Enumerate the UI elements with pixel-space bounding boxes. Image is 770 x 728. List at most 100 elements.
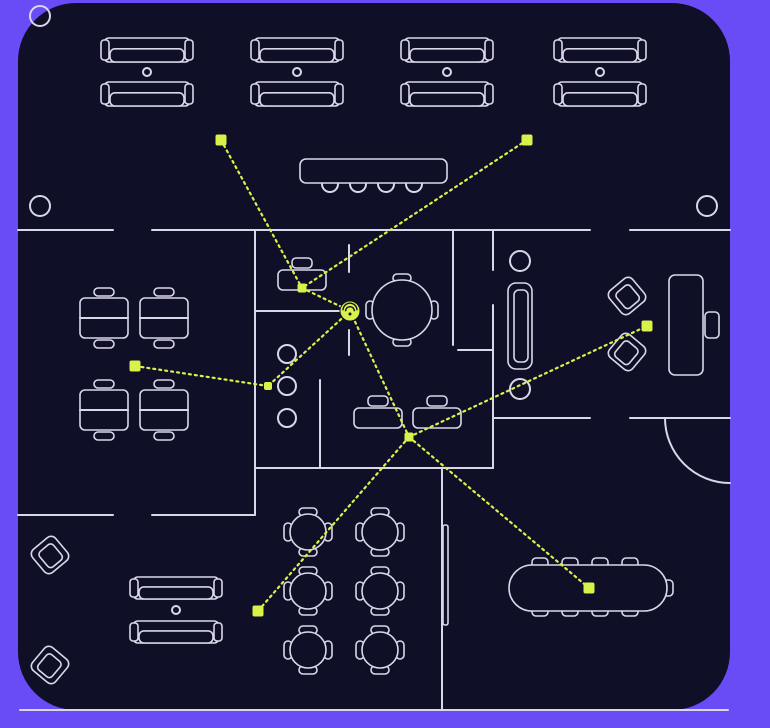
sofa-arm [250, 83, 260, 105]
round-table [361, 631, 399, 669]
sofa-seat [259, 92, 335, 107]
sofa [100, 81, 194, 107]
sofa [400, 81, 494, 107]
armchair [30, 645, 70, 685]
sofa [400, 37, 494, 63]
sofa-arm [213, 622, 223, 642]
sensor-node-icon [129, 360, 141, 372]
sensor-node-icon [252, 605, 264, 617]
desk-group [139, 379, 189, 441]
chair [321, 183, 339, 193]
sofa-seat [513, 289, 529, 363]
workstation-desk [353, 407, 403, 429]
cabinet [668, 274, 704, 376]
chair [153, 339, 175, 349]
round-table [361, 513, 399, 551]
network-links [133, 138, 649, 613]
sofa-arm [637, 83, 647, 105]
desk-group [139, 287, 189, 349]
router-badge [339, 300, 361, 322]
sofa-arm [637, 39, 647, 61]
chair [367, 395, 389, 407]
sensor-node-icon [583, 582, 595, 594]
sofa-seat [562, 92, 638, 107]
armchair-seat [36, 653, 62, 679]
network-link [300, 138, 529, 290]
stool [509, 250, 531, 272]
conference-table [299, 158, 448, 184]
round-table [289, 513, 327, 551]
network-link [407, 324, 649, 439]
sofa-seat [409, 48, 485, 63]
sofa-arm [184, 39, 194, 61]
chair [426, 395, 448, 407]
wifi-arc [342, 302, 358, 311]
round-table [289, 572, 327, 610]
side-table [292, 67, 302, 77]
chair [153, 431, 175, 441]
sofa-arm [129, 622, 139, 642]
chair [93, 287, 115, 297]
chair [405, 183, 423, 193]
sofa [250, 81, 344, 107]
wifi-dot [348, 312, 352, 316]
desk-group [79, 379, 129, 441]
chair [704, 311, 720, 339]
chair [93, 431, 115, 441]
sofa-arm [484, 83, 494, 105]
sofa [250, 37, 344, 63]
stool [509, 378, 531, 400]
armchair [607, 276, 647, 316]
armchair-seat [38, 543, 64, 569]
sofa-arm [334, 39, 344, 61]
network-link [133, 364, 270, 388]
stool [277, 344, 297, 364]
sofa-arm [184, 83, 194, 105]
sofa-arm [250, 39, 260, 61]
sofa-seat [409, 92, 485, 107]
sofa-arm [100, 39, 110, 61]
sensor-node-icon [521, 134, 533, 146]
sensor-node-icon [297, 283, 307, 293]
stool [277, 408, 297, 428]
sofa [553, 81, 647, 107]
sensor-node-icon [641, 320, 653, 332]
sofa-arm [100, 83, 110, 105]
round-table [361, 572, 399, 610]
sensor-node-icon [215, 134, 227, 146]
sofa-seat [138, 630, 214, 644]
network-nodes [129, 134, 653, 617]
side-table [442, 67, 452, 77]
column [29, 195, 51, 217]
sofa-seat [259, 48, 335, 63]
floor-panel [18, 3, 730, 710]
sensor-node-icon [404, 432, 414, 442]
sofa-seat [138, 586, 214, 600]
sofa-arm [553, 39, 563, 61]
round-table [289, 631, 327, 669]
chair [93, 339, 115, 349]
sofa [129, 576, 223, 600]
armchair-seat [613, 340, 639, 366]
sofa [100, 37, 194, 63]
sensor-node-icon [264, 382, 272, 390]
wifi-router-icon [339, 300, 361, 322]
sofa [553, 37, 647, 63]
chair [153, 287, 175, 297]
desk-group [79, 287, 129, 349]
sofa-arm [129, 578, 139, 598]
sofa-seat [109, 48, 185, 63]
network-link [256, 435, 411, 613]
armchair [607, 332, 647, 372]
stool [277, 376, 297, 396]
sofa [129, 620, 223, 644]
chair [291, 257, 313, 269]
sofa-arm [400, 83, 410, 105]
sofa-arm [484, 39, 494, 61]
armchair [30, 535, 70, 575]
door-swing [664, 417, 731, 484]
walls [17, 5, 731, 711]
sofa-arm [553, 83, 563, 105]
column [696, 195, 718, 217]
